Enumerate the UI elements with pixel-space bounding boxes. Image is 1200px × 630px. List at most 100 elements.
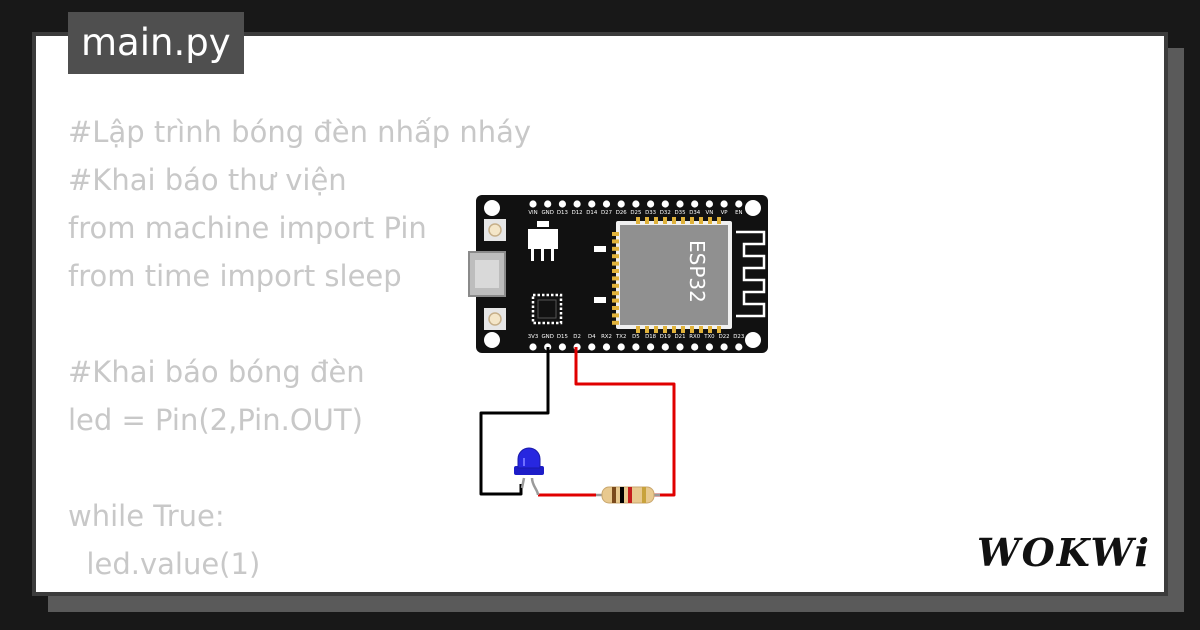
pin-label: D2 bbox=[573, 334, 581, 340]
pin-label: RX2 bbox=[601, 334, 612, 340]
module-pad bbox=[612, 313, 619, 318]
module-pad bbox=[636, 217, 640, 224]
pin-label: 3V3 bbox=[528, 334, 539, 340]
pin-label: GND bbox=[542, 210, 554, 216]
pin-hole-icon[interactable] bbox=[617, 343, 625, 351]
pin-hole-icon[interactable] bbox=[588, 343, 596, 351]
pin-label: VN bbox=[706, 210, 714, 216]
pin-hole-icon[interactable] bbox=[558, 200, 567, 208]
pin-hole-icon[interactable] bbox=[676, 343, 684, 351]
led-dome bbox=[517, 447, 541, 469]
mounting-hole-icon bbox=[745, 332, 761, 348]
pin-label: D5 bbox=[632, 334, 640, 340]
mounting-hole-icon bbox=[484, 332, 500, 348]
smd-component-icon bbox=[594, 297, 606, 303]
pin-label: D22 bbox=[719, 334, 730, 340]
esp32-module: ESP32 bbox=[612, 217, 732, 333]
pin-hole-icon[interactable] bbox=[647, 343, 655, 351]
pin-label: RX0 bbox=[689, 334, 700, 340]
pin-label: D19 bbox=[660, 334, 672, 340]
file-tab[interactable]: main.py bbox=[68, 12, 244, 74]
module-pad bbox=[681, 326, 685, 333]
signal-wire[interactable] bbox=[574, 347, 676, 497]
module-pad bbox=[717, 217, 721, 224]
pin-label: GND bbox=[542, 334, 554, 340]
module-pad bbox=[672, 326, 676, 333]
module-pad bbox=[636, 326, 640, 333]
pin-label: D4 bbox=[588, 334, 596, 340]
chip-label: ESP32 bbox=[685, 240, 709, 303]
pin-hole-icon[interactable] bbox=[647, 200, 655, 208]
code-line: led = Pin(2,Pin.OUT) bbox=[68, 403, 363, 437]
module-pad bbox=[708, 217, 712, 224]
pin-hole-icon[interactable] bbox=[632, 343, 640, 351]
pin-label: TX2 bbox=[615, 334, 626, 340]
module-pad bbox=[612, 283, 619, 288]
resistor[interactable] bbox=[596, 486, 660, 504]
pin-hole-icon[interactable] bbox=[632, 200, 640, 208]
module-pad bbox=[717, 326, 721, 333]
pin-label: D18 bbox=[645, 334, 657, 340]
pin-hole-icon[interactable] bbox=[558, 343, 567, 351]
blue-led[interactable] bbox=[514, 447, 544, 496]
led-anode-leg bbox=[530, 477, 540, 496]
code-line: from machine import Pin bbox=[68, 211, 427, 245]
module-pad bbox=[612, 269, 619, 273]
code-line: while True: bbox=[68, 499, 225, 533]
pin-hole-icon[interactable] bbox=[602, 200, 611, 208]
pin-hole-icon[interactable] bbox=[735, 200, 743, 208]
top-pin-header bbox=[529, 200, 743, 208]
module-pad bbox=[612, 306, 619, 310]
pin-hole-icon[interactable] bbox=[544, 200, 552, 208]
pin-hole-icon[interactable] bbox=[661, 343, 669, 351]
pin-hole-icon[interactable] bbox=[705, 343, 714, 351]
module-pad bbox=[663, 326, 667, 333]
pin-label: D34 bbox=[689, 210, 701, 216]
gnd-wire[interactable] bbox=[479, 347, 550, 496]
pin-hole-icon[interactable] bbox=[529, 343, 537, 351]
pin-hole-icon[interactable] bbox=[705, 200, 714, 208]
button-cap bbox=[488, 223, 502, 237]
module-pad bbox=[699, 326, 703, 333]
button-cap bbox=[488, 312, 502, 326]
pin-hole-icon[interactable] bbox=[573, 200, 581, 208]
pin-hole-icon[interactable] bbox=[720, 343, 728, 351]
pin-hole-icon[interactable] bbox=[691, 200, 699, 208]
pin-hole-icon[interactable] bbox=[617, 200, 625, 208]
pin-hole-icon[interactable] bbox=[529, 200, 537, 208]
resistor-band bbox=[612, 487, 616, 503]
code-preview: #Lập trình bóng đèn nhấp nháy#Khai báo t… bbox=[68, 108, 688, 592]
pin-label: D21 bbox=[674, 334, 685, 340]
module-pad bbox=[672, 217, 676, 224]
module-pad bbox=[690, 217, 694, 224]
usb-uart-chip-icon bbox=[531, 293, 563, 325]
module-pad bbox=[612, 298, 619, 303]
module-pad bbox=[645, 217, 649, 224]
pin-hole-icon[interactable] bbox=[661, 200, 669, 208]
reset-button[interactable] bbox=[484, 308, 506, 330]
module-pad bbox=[654, 217, 658, 224]
module-pad bbox=[612, 261, 619, 266]
pin-hole-icon[interactable] bbox=[676, 200, 684, 208]
wokwi-logo: WOKWi bbox=[977, 530, 1150, 574]
smd-component-icon bbox=[594, 246, 606, 252]
pin-label: D35 bbox=[674, 210, 685, 216]
pin-hole-icon[interactable] bbox=[735, 343, 743, 351]
boot-button[interactable] bbox=[484, 219, 506, 241]
module-pad bbox=[612, 291, 619, 296]
pin-hole-icon[interactable] bbox=[588, 200, 596, 208]
mounting-hole-icon bbox=[484, 200, 500, 216]
pin-label: D27 bbox=[601, 210, 612, 216]
pin-hole-icon[interactable] bbox=[602, 343, 611, 351]
pin-hole-icon[interactable] bbox=[691, 343, 699, 351]
wokwi-logo-text: WOKWi bbox=[977, 530, 1150, 574]
code-line: #Lập trình bóng đèn nhấp nháy bbox=[68, 115, 532, 149]
resistor-band bbox=[628, 487, 632, 503]
module-pad bbox=[612, 239, 619, 244]
pin-hole-icon[interactable] bbox=[720, 200, 728, 208]
led-cathode-leg bbox=[520, 477, 526, 489]
